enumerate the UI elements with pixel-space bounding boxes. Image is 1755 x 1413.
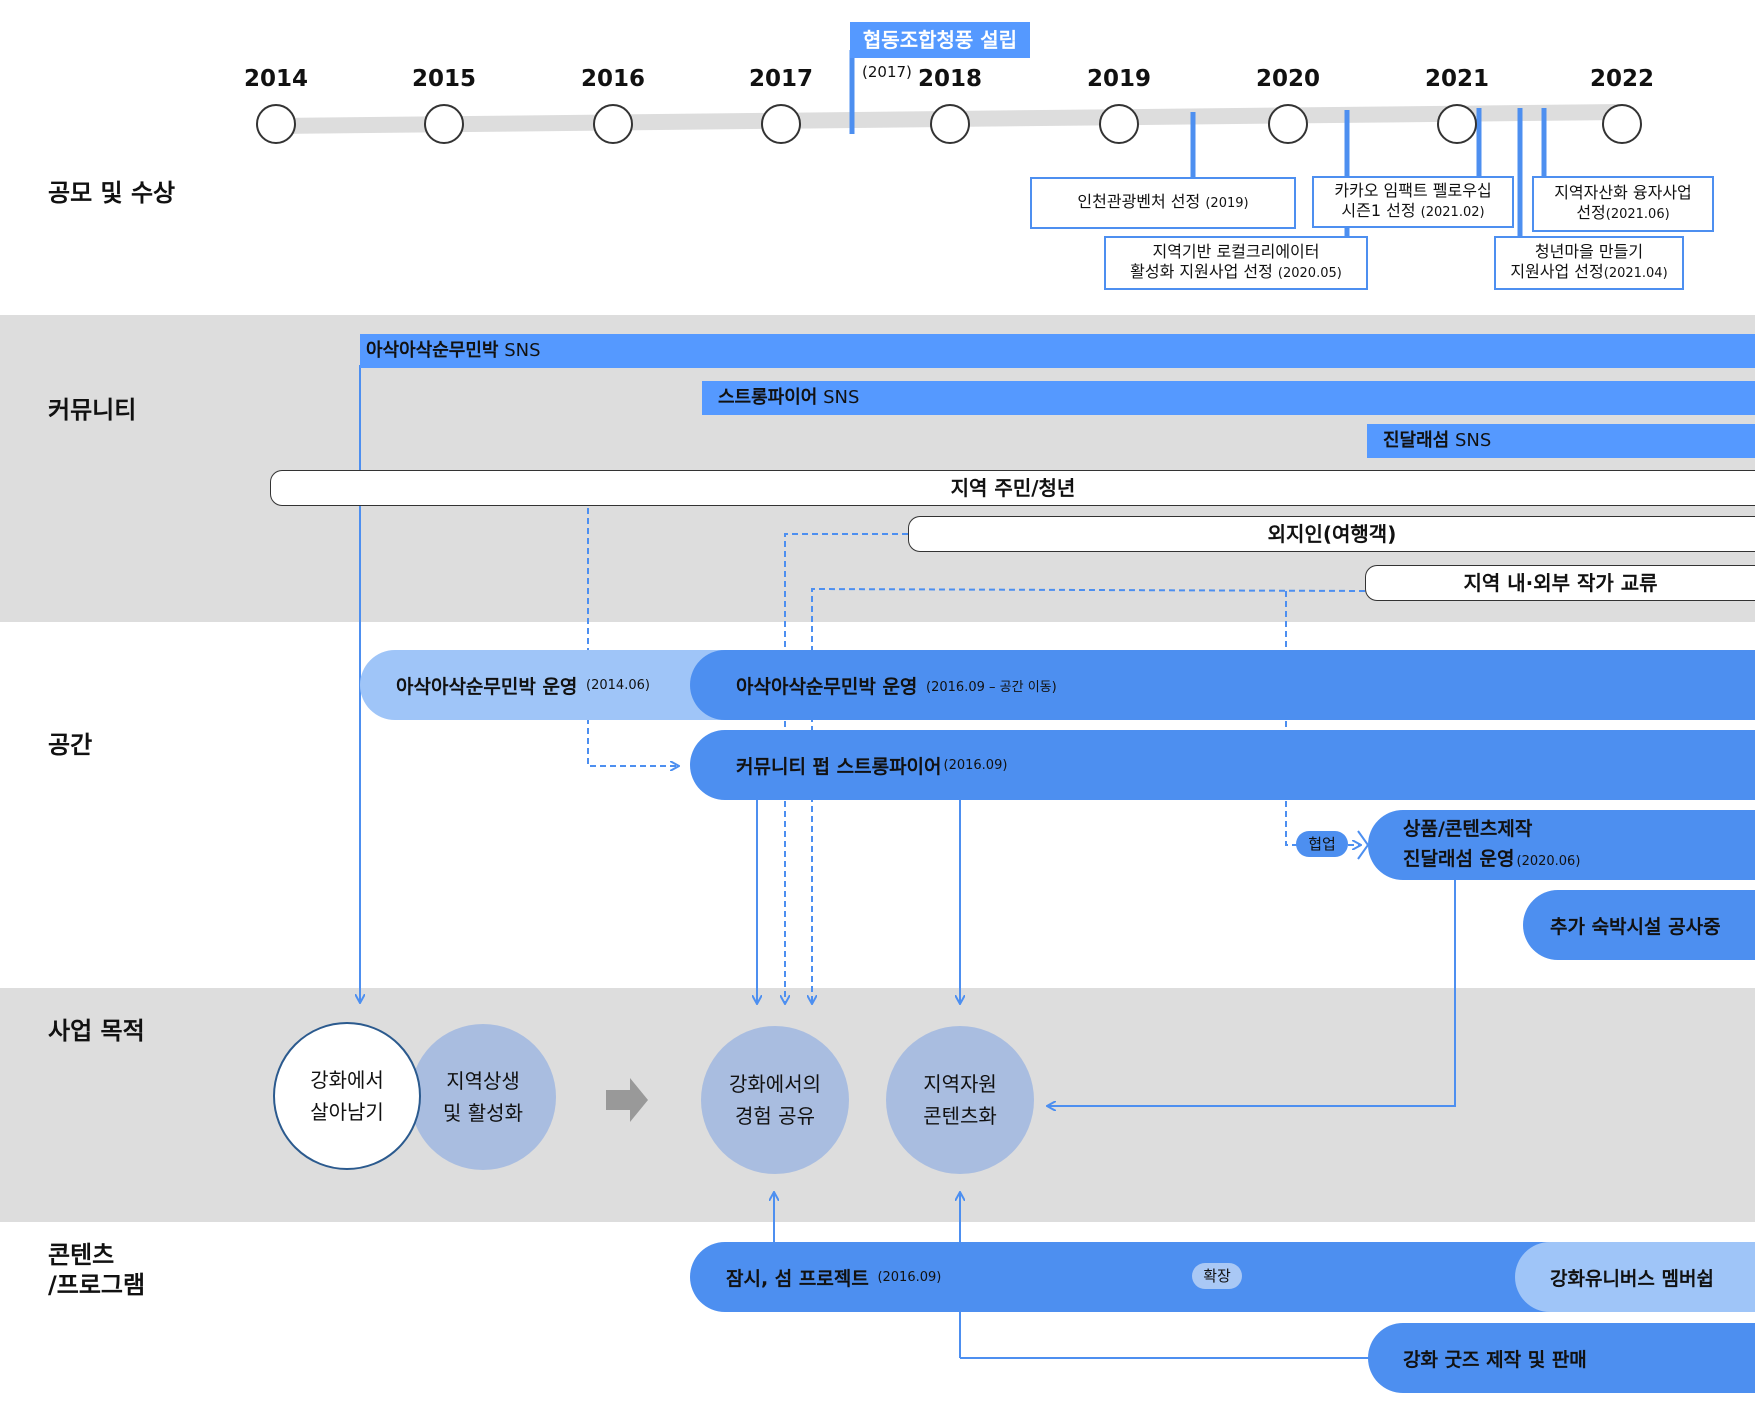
timeline-node <box>1437 104 1477 144</box>
award-box: 인천관광벤처 선정 (2019) <box>1030 177 1296 229</box>
year-label: 2016 <box>580 66 645 92</box>
timeline-node <box>761 104 801 144</box>
timeline-node <box>1602 104 1642 144</box>
space-bar: 추가 숙박시설 공사중 <box>1523 890 1755 960</box>
content-bar: 강화 굿즈 제작 및 판매 <box>1368 1323 1755 1393</box>
timeline-node <box>1099 104 1139 144</box>
year-label: 2017 <box>748 66 813 92</box>
community-group: 지역 내·외부 작가 교류 <box>1365 565 1755 601</box>
award-box: 지역자산화 융자사업 선정(2021.06) <box>1532 176 1714 232</box>
sns-bar: 스트롱파이어 SNS <box>702 381 1755 415</box>
community-group: 지역 주민/청년 <box>270 470 1755 506</box>
section-purpose-title: 사업 목적 <box>48 1017 145 1045</box>
section-space-title: 공간 <box>48 731 93 759</box>
award-box: 지역기반 로컬크리에이터 활성화 지원사업 선정 (2020.05) <box>1104 236 1368 290</box>
community-group: 외지인(여행객) <box>908 516 1755 552</box>
section-content-title-line2: /프로그램 <box>48 1271 146 1299</box>
founding-label: 협동조합청풍 설립 <box>850 22 1030 58</box>
section-content-title-line1: 콘텐츠 <box>48 1241 115 1269</box>
section-awards-title: 공모 및 수상 <box>48 179 176 207</box>
timeline-node <box>424 104 464 144</box>
year-label: 2022 <box>1589 66 1654 92</box>
award-box: 청년마을 만들기 지원사업 선정(2021.04) <box>1494 236 1684 290</box>
year-label: 2015 <box>411 66 476 92</box>
purpose-arrow-icon <box>606 1078 648 1122</box>
founding-year: (2017) <box>862 63 912 81</box>
space-bar: 상품/콘텐츠제작 진달래섬 운영(2020.06) <box>1368 810 1755 880</box>
sns-bar: 진달래섬 SNS <box>1367 424 1755 458</box>
timeline-node <box>593 104 633 144</box>
timeline-node <box>930 104 970 144</box>
section-community-title: 커뮤니티 <box>48 396 137 424</box>
space-bar: 아삭아삭순무민박 운영 (2016.09 – 공간 이동) <box>690 650 1755 720</box>
timeline-node <box>1268 104 1308 144</box>
year-label: 2021 <box>1424 66 1489 92</box>
year-label: 2018 <box>917 66 982 92</box>
section-content-title: 콘텐츠 /프로그램 <box>48 1240 145 1300</box>
award-box: 카카오 임팩트 펠로우십 시즌1 선정 (2021.02) <box>1312 176 1514 228</box>
collab-tag: 협업 <box>1296 831 1348 857</box>
year-label: 2020 <box>1255 66 1320 92</box>
content-bar: 강화유니버스 멤버쉽 <box>1515 1242 1755 1312</box>
expand-tag: 확장 <box>1192 1263 1242 1289</box>
sns-bar: 아삭아삭순무민박 SNS <box>360 334 1755 368</box>
timeline-node <box>256 104 296 144</box>
year-label: 2019 <box>1086 66 1151 92</box>
space-bar: 커뮤니티 펍 스트롱파이어(2016.09) <box>690 730 1755 800</box>
year-label: 2014 <box>243 66 308 92</box>
